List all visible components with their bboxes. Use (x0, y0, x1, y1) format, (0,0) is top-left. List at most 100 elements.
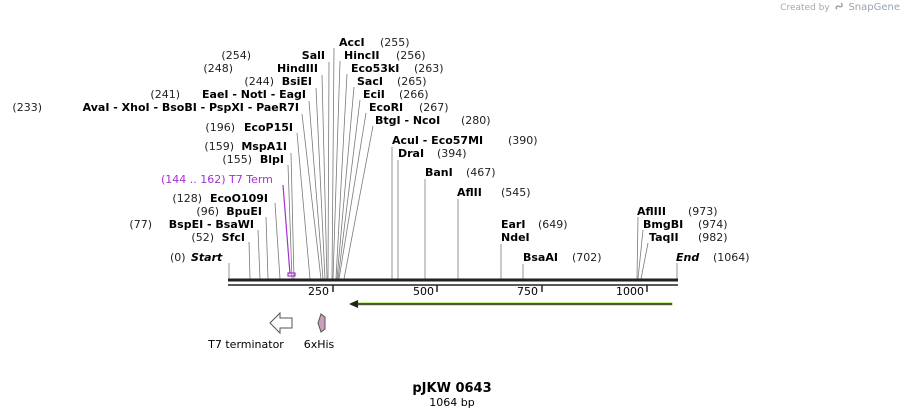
site-coord: (390) (508, 134, 538, 147)
site-name: BlpI (260, 153, 284, 166)
site-name: EaeI - NotI - EagI (202, 88, 306, 101)
site-name: AcuI - Eco57MI (392, 134, 483, 147)
site-name: NdeI (501, 231, 530, 244)
terminator-leader (282, 184, 291, 275)
site-name: BspEI - BsaWI (169, 218, 254, 231)
leader-line (337, 99, 361, 280)
site-coord: (96) (196, 205, 219, 218)
leader-line (301, 113, 322, 280)
site-coord: (263) (414, 62, 444, 75)
leader-line (331, 47, 335, 280)
leader-line (257, 229, 261, 280)
leader-line (265, 216, 269, 280)
site-name: BmgBI (643, 218, 683, 231)
ruler-ticks (332, 285, 648, 292)
site-coord: (255) (380, 36, 410, 49)
plasmid-name: pJKW 0643 (412, 381, 491, 396)
leader-line (287, 164, 293, 280)
site-coord: (196) (205, 121, 235, 134)
site-name: SacI (357, 75, 383, 88)
site-coord: (256) (396, 49, 426, 62)
site-coord: (155) (222, 153, 252, 166)
site-name: EarI (501, 218, 525, 231)
start-label: Start (191, 251, 223, 264)
site-coord: (248) (203, 62, 233, 75)
site-coord: (702) (572, 251, 602, 264)
snapgene-credit: Created by SnapGene (780, 2, 900, 13)
site-name: Eco53kI (351, 62, 399, 75)
terminator-marker (287, 272, 296, 277)
site-coord: (128) (172, 192, 202, 205)
site-coord: (545) (501, 186, 531, 199)
terminator-coord: (144 .. 162) (161, 173, 226, 186)
site-coord: (265) (397, 75, 427, 88)
left-site-labels: (254) SalI (248) HindIII (244) BsiEI (24… (12, 49, 325, 264)
site-name: AflIII (637, 205, 666, 218)
site-name: AvaI - XhoI - BsoBI - PspXI - PaeR7I (83, 101, 299, 114)
leader-line (343, 125, 374, 280)
ruler-labels: 250 500 750 1000 (308, 285, 644, 298)
right-site-labels: AccI (255) HincII (256) Eco53kI (263) Sa… (339, 36, 750, 264)
site-name: SalI (302, 49, 325, 62)
site-name: HindIII (277, 62, 318, 75)
site-name: AccI (339, 36, 365, 49)
site-name: BsiEI (282, 75, 312, 88)
site-name: BtgI - NcoI (375, 114, 440, 127)
site-coord: (394) (437, 147, 467, 160)
site-coord: (77) (129, 218, 152, 231)
site-coord: (241) (150, 88, 180, 101)
leader-line (338, 112, 367, 280)
6xhis-arrow (317, 313, 326, 333)
leader-line (274, 202, 281, 280)
leader-line (296, 132, 311, 280)
site-coord: (974) (698, 218, 728, 231)
site-coord: (266) (399, 88, 429, 101)
leader-line (321, 74, 328, 280)
leader-line (637, 229, 644, 280)
site-coord: (982) (698, 231, 728, 244)
site-name: TaqII (649, 231, 679, 244)
leader-line (290, 152, 295, 280)
credit-prefix: Created by (780, 3, 830, 13)
site-name: DraI (398, 147, 424, 160)
site-name: AflII (457, 186, 482, 199)
site-name: HincII (344, 49, 380, 62)
site-coord: (244) (244, 75, 274, 88)
site-name: BpuEI (226, 205, 262, 218)
feature-label-t7-terminator: T7 terminator (207, 338, 284, 351)
site-coord: (973) (688, 205, 718, 218)
t7-terminator-arrow (269, 311, 293, 335)
orf-arrow-head (349, 300, 358, 308)
site-coord: (159) (204, 140, 234, 153)
leader-line (332, 60, 341, 280)
feature-label-6xhis: 6xHis (304, 338, 335, 351)
end-coord: (1064) (713, 251, 750, 264)
credit-brand: SnapGene (848, 2, 900, 13)
site-name: MspA1I (241, 140, 287, 153)
site-name: EcoP15I (244, 121, 293, 134)
site-name: BsaAI (523, 251, 558, 264)
snapgene-logo-icon (835, 2, 843, 10)
site-coord: (267) (419, 101, 449, 114)
site-name: EciI (363, 88, 385, 101)
leader-line (308, 100, 324, 280)
ruler-label: 750 (517, 285, 538, 298)
leader-line (248, 241, 251, 280)
site-name: BanI (425, 166, 453, 179)
plasmid-length: 1064 bp (429, 396, 474, 409)
ruler-label: 500 (413, 285, 434, 298)
site-name: EcoRI (369, 101, 403, 114)
site-coord: (254) (221, 49, 251, 62)
leader-line (327, 61, 330, 280)
leader-line (640, 242, 649, 280)
ruler-label: 1000 (616, 285, 644, 298)
leader-line (636, 216, 639, 280)
site-coord: (649) (538, 218, 568, 231)
start-coord: (0) (170, 251, 186, 264)
site-leader-lines (228, 47, 678, 280)
site-name: EcoO109I (210, 192, 268, 205)
leader-line (335, 73, 348, 280)
leader-line (336, 86, 355, 280)
site-coord: (280) (461, 114, 491, 127)
